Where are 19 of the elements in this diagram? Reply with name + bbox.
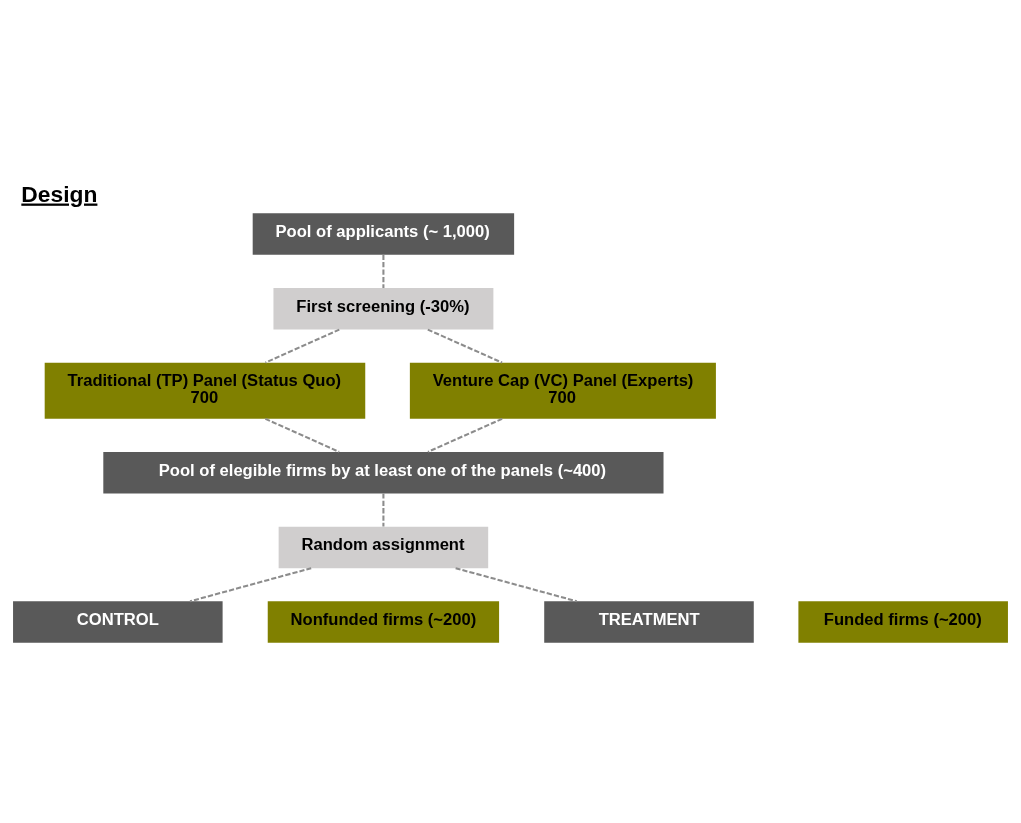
connector bbox=[382, 493, 385, 527]
node-box: Nonfunded firms (~200) bbox=[267, 601, 500, 643]
node-box: Pool of elegible firms by at least one of the panels (~400) bbox=[103, 451, 664, 494]
connector bbox=[382, 255, 385, 288]
node-box: First screening (-30%) bbox=[273, 288, 494, 330]
diagram-title: Design bbox=[21, 180, 98, 207]
connector bbox=[264, 328, 340, 364]
connector bbox=[427, 328, 503, 364]
node-box: Random assignment bbox=[278, 526, 489, 569]
connector bbox=[427, 417, 503, 453]
connector bbox=[455, 567, 578, 603]
node-box: Traditional (TP) Panel (Status Quo) 700 bbox=[44, 362, 366, 419]
node-box: Pool of applicants (~ 1,000) bbox=[252, 213, 515, 255]
node-box: CONTROL bbox=[13, 601, 223, 643]
connector bbox=[264, 417, 340, 453]
node-box: Venture Cap (VC) Panel (Experts) 700 bbox=[409, 362, 716, 419]
connector bbox=[189, 567, 312, 603]
node-box: TREATMENT bbox=[544, 601, 754, 643]
node-box: Funded firms (~200) bbox=[798, 601, 1008, 643]
